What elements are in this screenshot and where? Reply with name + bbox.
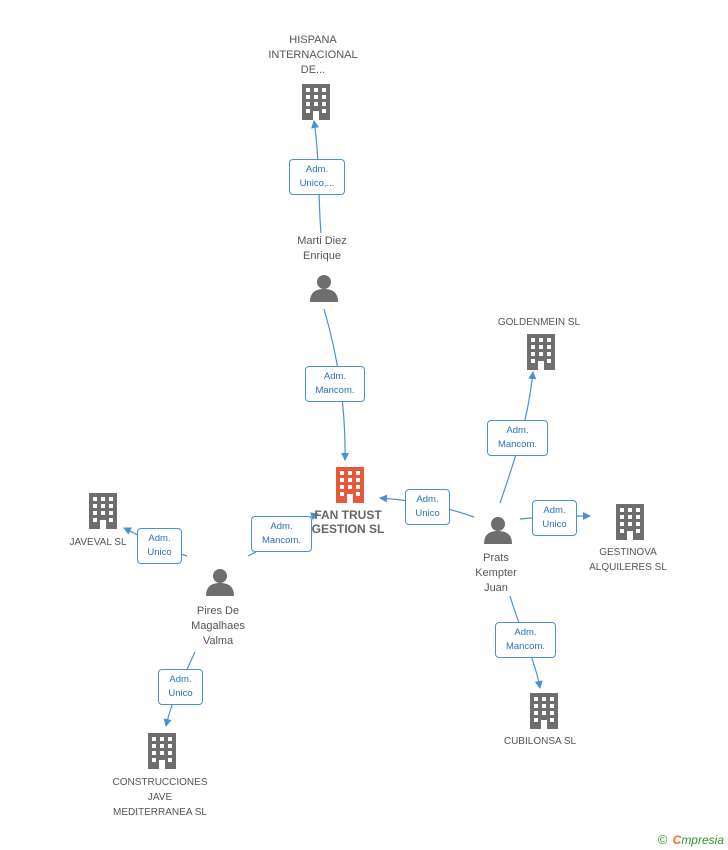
node-label-line: Juan xyxy=(484,582,508,594)
node-label-line: Marti Diez xyxy=(297,235,347,247)
edge-label-prats-cubilonsa[interactable]: Adm. Mancom. xyxy=(495,622,556,658)
node-label-line: CONSTRUCCIONES xyxy=(112,777,208,788)
node-icons xyxy=(89,84,644,769)
node-label-line: Enrique xyxy=(303,250,341,262)
edge-label-line: Unico xyxy=(168,688,193,699)
building-icon[interactable] xyxy=(530,693,558,729)
edge-label-line: Adm. xyxy=(514,627,537,638)
edge-label-line: Mancom. xyxy=(497,439,538,450)
node-label-line: JAVEVAL SL xyxy=(69,537,127,548)
edge-label-line: Mancom. xyxy=(505,641,546,652)
edge-label-line: Mancom. xyxy=(261,535,302,546)
node-label-goldenmein[interactable]: GOLDENMEIN SL xyxy=(484,315,594,330)
node-label-line: GESTINOVA xyxy=(599,547,657,558)
edge-label-marti-fantrust[interactable]: Adm. Mancom. xyxy=(305,366,365,402)
edge-label-prats-gestinova[interactable]: Adm. Unico xyxy=(532,500,577,536)
edge-label-line: Mancom. xyxy=(315,385,355,396)
copyright-icon: © xyxy=(657,832,668,847)
node-label-marti[interactable]: Marti Diez Enrique xyxy=(272,234,372,264)
edge-label-prats-fantrust[interactable]: Adm. Unico xyxy=(405,489,450,525)
node-label-construcciones[interactable]: CONSTRUCCIONES JAVE MEDITERRANEA SL xyxy=(98,775,222,820)
node-label-prats[interactable]: Prats Kempter Juan xyxy=(456,551,536,596)
edge-label-line: Adm. xyxy=(416,494,439,505)
person-icon[interactable] xyxy=(310,275,338,302)
edge-label-line: Adm. xyxy=(169,674,192,685)
node-label-line: JAVE xyxy=(147,792,173,803)
node-label-line: ALQUILERES SL xyxy=(589,562,667,573)
building-icon-main[interactable] xyxy=(336,467,364,503)
edge-label-line: Adm. xyxy=(323,371,347,382)
building-icon[interactable] xyxy=(616,504,644,540)
edge-label-line: Adm. xyxy=(270,521,293,532)
edge-label-marti-hispana[interactable]: Adm. Unico,... xyxy=(289,159,345,195)
building-icon[interactable] xyxy=(148,733,176,769)
brand-initial: C xyxy=(672,833,682,847)
building-icon[interactable] xyxy=(527,334,555,370)
brand-name: mpresia xyxy=(681,833,724,847)
node-label-javeval[interactable]: JAVEVAL SL xyxy=(58,535,138,550)
node-label-line: GESTION SL xyxy=(311,522,385,536)
person-icon[interactable] xyxy=(484,517,512,544)
edge-label-line: Unico xyxy=(415,508,440,519)
node-label-line: CUBILONSA SL xyxy=(503,736,577,747)
brand-footer: © Cmpresia xyxy=(658,832,724,847)
edge-label-line: Adm. xyxy=(305,164,329,175)
node-label-line: INTERNACIONAL xyxy=(268,49,358,61)
edge-label-pires-fantrust[interactable]: Adm. Mancom. xyxy=(251,516,312,552)
person-icon[interactable] xyxy=(206,569,234,596)
edge-label-pires-construcciones[interactable]: Adm. Unico xyxy=(158,669,203,705)
node-label-line: HISPANA xyxy=(289,34,337,46)
node-label-cubilonsa[interactable]: CUBILONSA SL xyxy=(490,734,590,749)
edge-label-line: Adm. xyxy=(543,505,566,516)
node-label-line: DE... xyxy=(300,64,326,76)
building-icon[interactable] xyxy=(89,493,117,529)
building-icon[interactable] xyxy=(302,84,330,120)
node-label-line: Prats xyxy=(483,552,509,564)
node-label-pires[interactable]: Pires De Magalhaes Valma xyxy=(168,604,268,649)
node-label-fan-trust[interactable]: FAN TRUST GESTION SL xyxy=(298,508,398,536)
edge-label-line: Adm. xyxy=(148,533,171,544)
node-label-line: Pires De xyxy=(196,605,240,617)
node-label-line: Magalhaes xyxy=(191,620,245,632)
node-label-line: GOLDENMEIN SL xyxy=(497,317,581,328)
edge-label-line: Unico xyxy=(542,519,567,530)
node-label-line: Valma xyxy=(202,635,234,647)
edge-label-prats-goldenmein[interactable]: Adm. Mancom. xyxy=(487,420,548,456)
node-label-line: FAN TRUST xyxy=(314,508,382,522)
node-label-hispana[interactable]: HISPANA INTERNACIONAL DE... xyxy=(258,33,368,78)
edge-label-line: Unico xyxy=(147,547,172,558)
edge-label-line: Unico,... xyxy=(299,178,335,189)
node-label-line: MEDITERRANEA SL xyxy=(113,807,207,818)
edge-label-line: Adm. xyxy=(506,425,529,436)
node-label-line: Kempter xyxy=(475,567,517,579)
edge-label-pires-javeval[interactable]: Adm. Unico xyxy=(137,528,182,564)
node-label-gestinova[interactable]: GESTINOVA ALQUILERES SL xyxy=(576,545,680,575)
